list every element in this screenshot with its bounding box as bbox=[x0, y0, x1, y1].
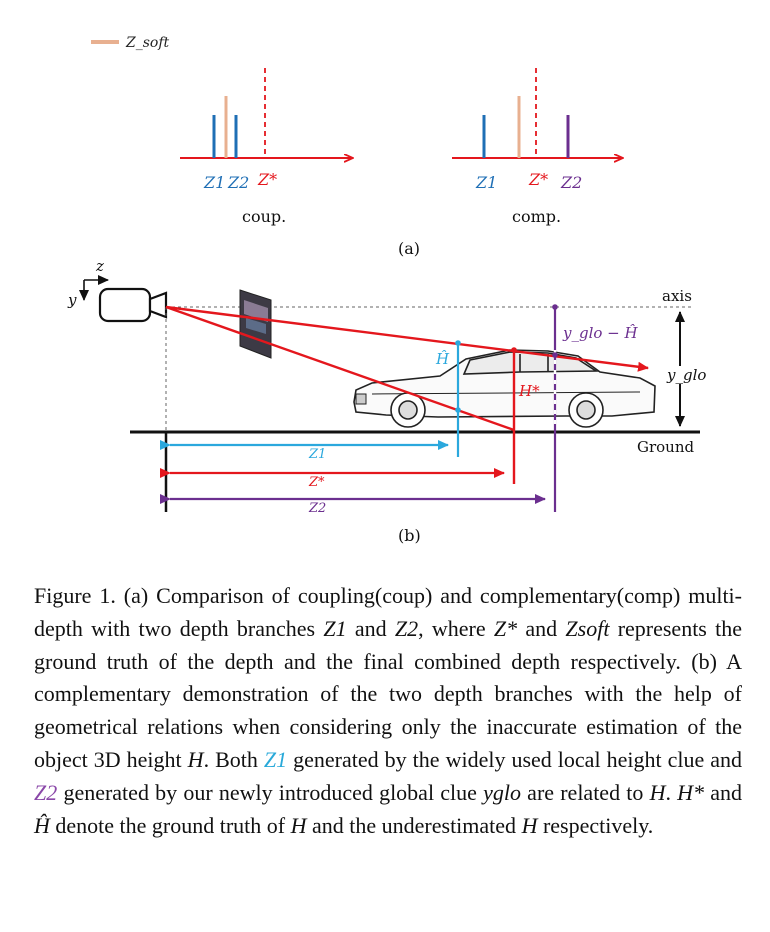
caption-math-h-1: H bbox=[187, 746, 204, 772]
camera-icon bbox=[98, 287, 168, 323]
y-glo-label: y_glo bbox=[666, 366, 706, 384]
caption-math-hhat: Ĥ bbox=[34, 812, 50, 838]
caption-math-hstar: H* bbox=[677, 779, 705, 805]
caption-text-2: and bbox=[346, 615, 395, 641]
ray-to-top bbox=[165, 305, 649, 372]
comp-label-z2: Z2 bbox=[560, 173, 582, 192]
caption-math-zsoft: Zsoft bbox=[565, 615, 610, 641]
y-glo-minus-h-label: y_glo − Ĥ bbox=[562, 324, 639, 342]
caption-math-z1-colored: Z1 bbox=[263, 746, 288, 772]
image-plane bbox=[239, 289, 272, 359]
axis-label: axis bbox=[662, 287, 692, 305]
caption-math-z2: Z2 bbox=[394, 615, 419, 641]
caption-text-11: and bbox=[704, 779, 743, 805]
coup-caption: coup. bbox=[242, 207, 286, 226]
panel-b: z y axis bbox=[67, 257, 706, 545]
dist-z1: Z1 bbox=[160, 440, 449, 462]
caption-text-3: , where bbox=[418, 615, 494, 641]
coord-axes: z y bbox=[67, 257, 109, 309]
h-hat-bottom-dot bbox=[455, 407, 461, 413]
caption-text-4: and bbox=[517, 615, 566, 641]
caption-text-10: . bbox=[665, 779, 678, 805]
legend-label-zsoft: Z_soft bbox=[125, 35, 170, 51]
coup-label-z1: Z1 bbox=[203, 173, 225, 192]
caption-text-14: respectively. bbox=[537, 812, 654, 838]
dist-z2-label: Z2 bbox=[308, 501, 326, 516]
caption-math-h-2: H bbox=[649, 779, 666, 805]
caption-text-5: represents the ground truth of the depth… bbox=[34, 615, 743, 772]
caption-math-h-4: H bbox=[521, 812, 538, 838]
caption-text-12: denote the ground truth of bbox=[49, 812, 291, 838]
dist-zstar: Z* bbox=[160, 468, 505, 490]
caption-text-8: generated by our newly introduced global… bbox=[57, 779, 484, 805]
coup-plot: Z1 Z2 Z* coup. bbox=[180, 68, 352, 226]
caption-math-z2-colored: Z2 bbox=[34, 779, 58, 805]
caption-text-13: and the underestimated bbox=[306, 812, 522, 838]
h-star-top-dot bbox=[511, 347, 517, 353]
dist-z1-label: Z1 bbox=[308, 447, 326, 462]
ground-label: Ground bbox=[637, 438, 695, 456]
axis-y-label: y bbox=[67, 291, 77, 309]
caption-text-6: . Both bbox=[203, 746, 264, 772]
caption-math-z1: Z1 bbox=[323, 615, 347, 641]
caption-math-yglo: yglo bbox=[483, 779, 521, 805]
legend: Z_soft bbox=[91, 35, 170, 51]
h-hat-label: Ĥ bbox=[435, 350, 450, 368]
comp-label-zstar: Z* bbox=[528, 170, 548, 189]
coup-label-z2: Z2 bbox=[227, 173, 249, 192]
comp-caption: comp. bbox=[512, 207, 561, 226]
h-star-label: H* bbox=[518, 382, 540, 400]
figure-caption: Figure 1. (a) Comparison of coupling(cou… bbox=[34, 580, 742, 842]
axis-z-label: z bbox=[95, 257, 104, 275]
coup-label-zstar: Z* bbox=[257, 170, 277, 189]
panel-a-label: (a) bbox=[398, 239, 420, 258]
dist-zstar-label: Z* bbox=[308, 475, 325, 490]
caption-text-7: generated by the widely used local heigh… bbox=[287, 746, 742, 772]
caption-text-9: are related to bbox=[520, 779, 650, 805]
figure-canvas: Z_soft Z1 Z2 Z* coup. Z1 Z* Z2 comp. (a) bbox=[67, 35, 706, 545]
comp-plot: Z1 Z* Z2 comp. bbox=[452, 68, 622, 226]
panel-b-label: (b) bbox=[398, 526, 421, 545]
caption-text-1: Figure 1. (a) Comparison of coupling(cou… bbox=[34, 583, 742, 641]
caption-math-zstar: Z* bbox=[493, 615, 518, 641]
comp-label-z1: Z1 bbox=[475, 173, 497, 192]
h-hat-top-dot bbox=[455, 340, 461, 346]
y-glo-top-dot bbox=[552, 304, 558, 310]
dist-z2: Z2 bbox=[160, 494, 546, 516]
y-glo-mid-dot bbox=[552, 352, 558, 358]
caption-math-h-3: H bbox=[290, 812, 307, 838]
panel-a: Z_soft Z1 Z2 Z* coup. Z1 Z* Z2 comp. (a) bbox=[91, 35, 622, 258]
